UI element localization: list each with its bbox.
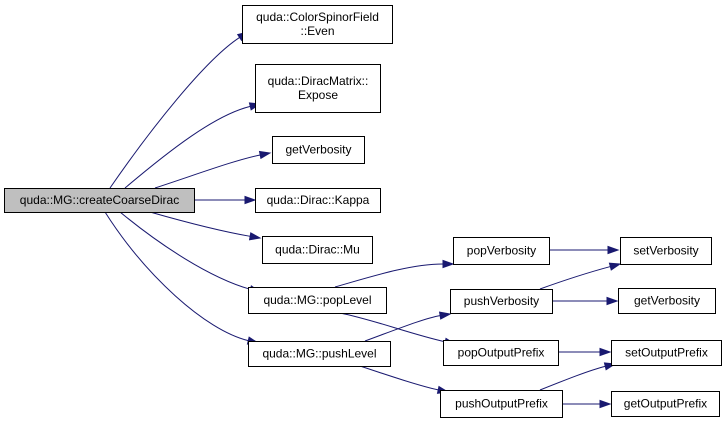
node-mu[interactable]: quda::Dirac::Mu [262,236,373,264]
edge-pushverb-to-setverb [539,262,622,290]
node-label: popVerbosity [467,244,536,258]
node-getoutpre[interactable]: getOutputPrefix [611,391,720,417]
node-even[interactable]: quda::ColorSpinorField::Even [242,5,393,44]
edge-pushlevel-to-pushverb [364,311,452,342]
arrowhead-icon [606,296,619,306]
node-popoutpre[interactable]: popOutputPrefix [443,340,559,366]
edge-line [364,315,441,342]
arrowhead-icon [258,150,272,160]
node-box [450,289,553,314]
edge-line [104,211,249,342]
node-pushverb[interactable]: pushVerbosity [450,289,553,314]
node-box [618,288,716,314]
node-label: quda::MG::popLevel [263,293,371,307]
node-pushlevel[interactable]: quda::MG::pushLevel [248,341,391,367]
edge-line [124,105,251,189]
edge-line [359,365,439,391]
node-box [453,237,550,265]
node-box [255,188,381,213]
node-label: pushOutputPrefix [455,397,548,411]
node-box [248,341,391,367]
node-box [262,236,373,264]
node-label: quda::DiracMatrix:: [268,74,369,88]
edge-line [149,211,251,237]
node-box [242,5,393,44]
edge-root-to-pushlevel [104,211,260,345]
node-setverb[interactable]: setVerbosity [620,237,712,265]
node-getverb1[interactable]: getVerbosity [272,136,365,164]
edge-line [334,263,444,288]
edge-line [539,365,606,391]
node-label: setOutputPrefix [625,346,708,360]
edge-line [119,211,251,290]
node-getverb2[interactable]: getVerbosity [618,288,716,314]
arrowhead-icon [248,232,262,241]
edge-line [109,37,240,189]
edge-pushoutpre-to-getoutpre [561,399,612,409]
arrowhead-icon [607,245,620,255]
node-label: pushVerbosity [464,294,539,308]
node-label: setVerbosity [633,244,698,258]
node-box [272,136,365,164]
edge-line [339,312,446,343]
edge-root-to-kappa [194,195,257,205]
arrowhead-icon [599,347,612,357]
edge-root-to-even [109,31,250,189]
node-label: quda::MG::pushLevel [262,347,376,361]
arrowhead-icon [599,399,612,409]
node-label: getVerbosity [634,294,700,308]
node-label: quda::Dirac::Mu [275,243,360,257]
edge-pushverb-to-getverb2 [551,296,619,306]
node-expose[interactable]: quda::DiracMatrix::Expose [255,64,381,113]
node-label: getVerbosity [285,143,351,157]
node-label: getOutputPrefix [624,397,707,411]
node-box [611,340,722,366]
edge-root-to-poplevel [119,211,262,294]
edge-poplevel-to-popverb [334,259,455,288]
edge-pushoutpre-to-setoutpre [539,362,617,391]
node-pushoutpre[interactable]: pushOutputPrefix [440,390,563,418]
node-root: quda::MG::createCoarseDirac [4,188,195,213]
edge-popoutpre-to-setoutpre [557,347,612,357]
edge-pushlevel-to-pushoutpre [359,365,450,394]
node-box [255,64,381,113]
node-label: ::Even [300,24,334,38]
node-box [4,188,195,213]
arrowhead-icon [442,259,455,269]
edge-root-to-getverb1 [154,150,272,189]
node-box [440,390,563,418]
edge-popverb-to-setverb [548,245,620,255]
nodes: quda::MG::createCoarseDirac quda::ColorSp… [4,5,722,418]
edge-line [154,154,261,189]
edge-root-to-mu [149,211,262,241]
node-kappa[interactable]: quda::Dirac::Kappa [255,188,381,213]
node-label: quda::MG::createCoarseDirac [20,193,179,207]
node-box [611,391,720,417]
arrowhead-icon [244,195,257,205]
arrowhead-icon [608,262,622,271]
node-label: quda::Dirac::Kappa [267,193,370,207]
node-popverb[interactable]: popVerbosity [453,237,550,265]
node-box [443,340,559,366]
node-label: popOutputPrefix [458,346,545,360]
node-setoutpre[interactable]: setOutputPrefix [611,340,722,366]
arrowhead-icon [438,311,452,320]
node-poplevel[interactable]: quda::MG::popLevel [248,287,387,314]
edge-line [539,266,611,290]
node-label: Expose [298,88,338,102]
node-box [620,237,712,265]
node-label: quda::ColorSpinorField [256,10,379,24]
node-box [248,287,387,314]
